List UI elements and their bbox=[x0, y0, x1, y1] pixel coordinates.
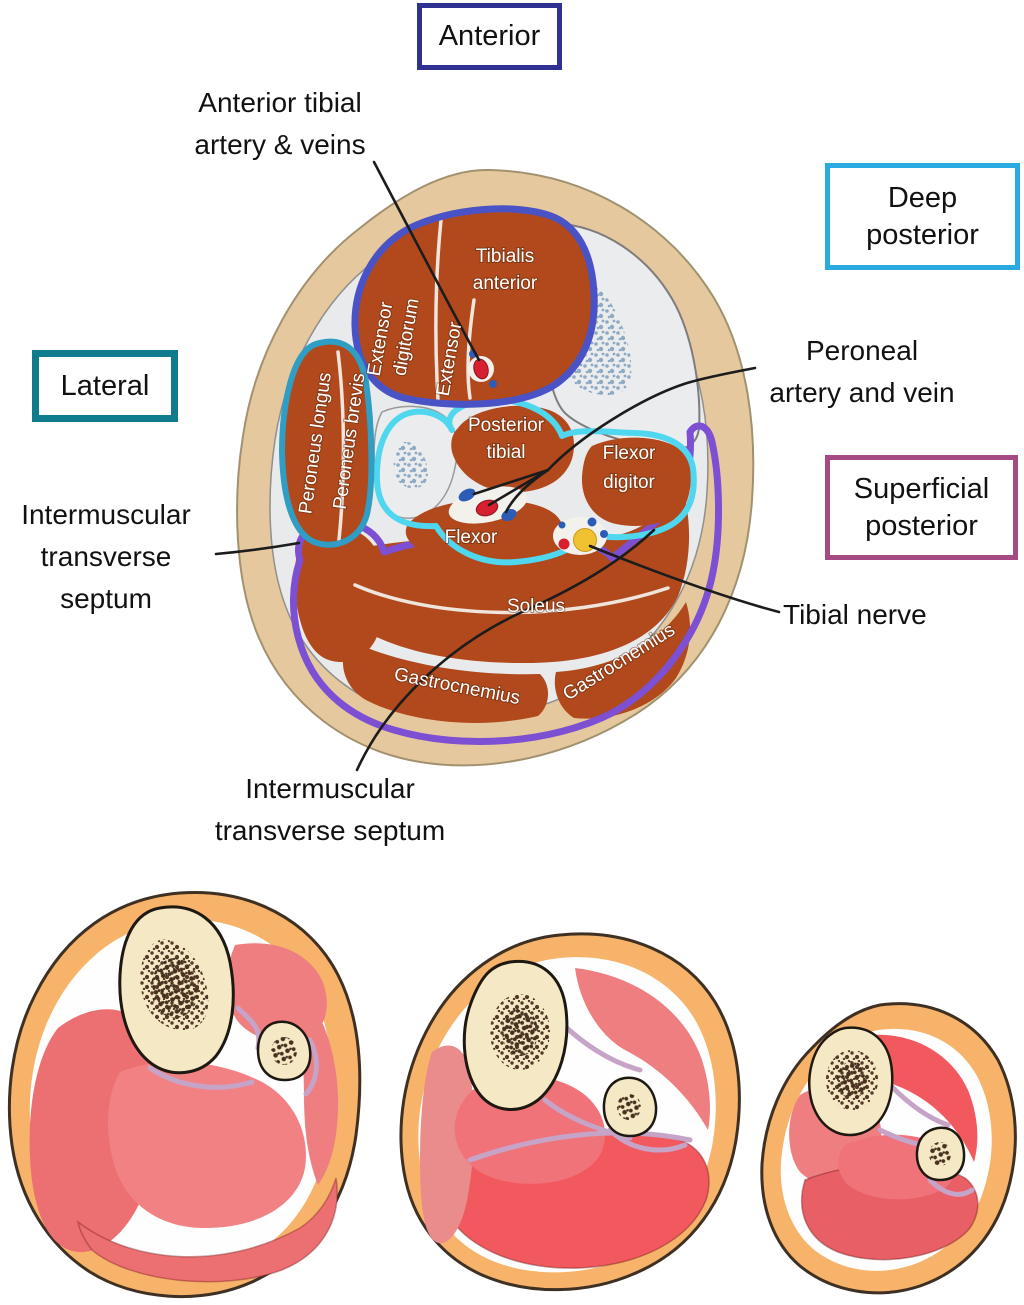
annotation-line: artery & veins bbox=[194, 129, 366, 160]
intermuscular-septum-line bbox=[467, 1130, 693, 1163]
peroneal-artery-dot bbox=[558, 538, 570, 550]
peroneal-vein-dot bbox=[600, 530, 608, 538]
leader-septum-bottom bbox=[355, 528, 656, 772]
deep-posterior-outline bbox=[373, 396, 697, 566]
muscle-mass bbox=[108, 1061, 306, 1228]
lateral-compartment-outline bbox=[279, 338, 375, 548]
anterior-box-label: Anterior bbox=[438, 20, 541, 52]
intermuscular-septum-line bbox=[607, 1127, 688, 1153]
annotation-line: Anterior tibial bbox=[198, 87, 362, 118]
annotation-line: Intermuscular bbox=[245, 773, 415, 804]
main-cross-section-figure: Tibialis anterior Extensor digitorum Ext… bbox=[214, 160, 781, 772]
gastrocnemius-left-muscle bbox=[342, 640, 549, 723]
intermuscular-septum-bottom-annotation: Intermuscular transverse septum bbox=[200, 768, 460, 852]
extensor-separator-1 bbox=[434, 218, 443, 402]
leader-septum-left bbox=[214, 541, 301, 556]
tibialis-anterior-label: anterior bbox=[473, 273, 538, 294]
posterior-tibial-label: Posterior bbox=[468, 415, 545, 436]
flexor-digitorum-label: Flexor bbox=[603, 443, 656, 464]
soleus-muscle bbox=[321, 486, 690, 664]
superficial-posterior-box-label: Superficial bbox=[853, 472, 990, 505]
muscle-mass bbox=[226, 943, 327, 1043]
tibia-marrow-stipple-dense bbox=[151, 958, 199, 1018]
lower-section-small bbox=[760, 1002, 1017, 1295]
fibula-marrow-stipple bbox=[617, 1094, 641, 1120]
leader-peroneal-fan bbox=[472, 468, 550, 496]
fibula-stipple bbox=[393, 441, 429, 489]
tibial-nerve-annotation: Tibial nerve bbox=[783, 594, 1013, 636]
flexor-muscle bbox=[405, 499, 564, 565]
intermuscular-septum-line bbox=[927, 1177, 975, 1197]
annotation-line: transverse septum bbox=[214, 815, 446, 846]
annotation-line: Peroneal bbox=[805, 335, 919, 366]
leader-peroneal-main bbox=[546, 366, 757, 472]
anterior-tibial-vein bbox=[489, 380, 497, 388]
intermuscular-septum-left-annotation: Intermuscular transverse septum bbox=[0, 494, 212, 620]
lateral-box: Lateral bbox=[32, 350, 178, 422]
posterior-tibial-label: tibial bbox=[486, 442, 525, 463]
peroneus-separator bbox=[336, 350, 346, 542]
fibula-marrow-stipple bbox=[929, 1142, 951, 1166]
superficial-posterior-box-label: posterior bbox=[865, 509, 978, 542]
deep-posterior-box: Deep posterior bbox=[825, 163, 1020, 270]
flexor-label: Flexor bbox=[445, 527, 498, 548]
extensor-separator-2 bbox=[466, 298, 476, 400]
intermuscular-septum-line bbox=[303, 1037, 319, 1097]
deep-posterior-box-label: Deep bbox=[887, 181, 958, 214]
fibula-marrow-stipple bbox=[271, 1037, 297, 1065]
tibia-marrow-stipple-dense bbox=[837, 1061, 867, 1099]
intermuscular-septum-line bbox=[887, 1082, 951, 1128]
posterior-tibial-vein bbox=[458, 488, 476, 502]
annotation-line: Intermuscular bbox=[21, 499, 191, 530]
annotation-line: transverse bbox=[40, 541, 172, 572]
lower-section-medium bbox=[399, 932, 741, 1292]
deep-posterior-compartment bbox=[373, 396, 697, 566]
anterior-compartment bbox=[351, 205, 598, 408]
muscle-mass bbox=[575, 968, 710, 1130]
leader-peroneal-fan bbox=[504, 468, 550, 514]
anterior-box: Anterior bbox=[417, 3, 562, 70]
leader-lines bbox=[214, 160, 781, 772]
soleus-label: Soleus bbox=[507, 596, 565, 617]
lower-section-large bbox=[7, 890, 362, 1299]
flexor-digitorum-label: digitor bbox=[603, 472, 655, 493]
anterior-compartment-outline bbox=[351, 205, 598, 408]
tibialis-anterior-label: Tibialis bbox=[476, 246, 534, 267]
flexor-digitorum-muscle bbox=[581, 437, 691, 526]
intermuscular-septum-line bbox=[147, 1065, 255, 1090]
muscle-mass bbox=[870, 1034, 978, 1162]
peroneal-vessels-annotation: Peroneal artery and vein bbox=[742, 330, 982, 414]
annotation-line: Tibial nerve bbox=[783, 599, 927, 630]
deep-posterior-box-label: posterior bbox=[866, 218, 979, 251]
muscle-mass bbox=[76, 1177, 338, 1283]
lateral-box-label: Lateral bbox=[60, 369, 150, 402]
leader-tibial-nerve bbox=[588, 544, 781, 614]
superficial-posterior-box: Superficial posterior bbox=[825, 455, 1018, 560]
gastrocnemius-right-muscle bbox=[554, 602, 691, 719]
muscle-mass bbox=[420, 1045, 474, 1244]
lateral-compartment bbox=[279, 338, 375, 548]
lateral-compartment-muscles bbox=[282, 341, 372, 545]
soleus-fascia-streak bbox=[353, 583, 670, 615]
annotation-line: artery and vein bbox=[769, 377, 955, 408]
lower-cross-sections-figure bbox=[7, 890, 1017, 1299]
leader-anterior-tibial bbox=[372, 160, 481, 362]
peroneal-vein-dot bbox=[587, 517, 597, 527]
anterior-tibial-vessels-annotation: Anterior tibial artery & veins bbox=[150, 82, 410, 166]
tibia-marrow-stipple-dense bbox=[502, 1008, 538, 1056]
peroneal-vein-dot bbox=[558, 521, 566, 529]
superficial-posterior-compartment bbox=[290, 422, 722, 746]
annotation-line: septum bbox=[60, 583, 152, 614]
